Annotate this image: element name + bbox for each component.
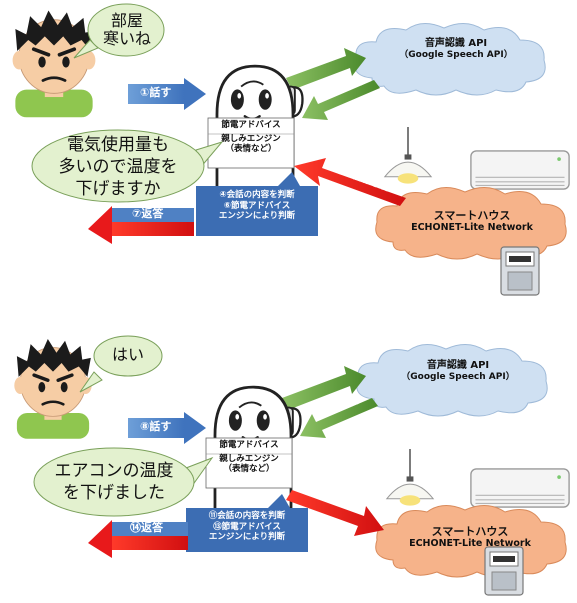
- user-bubble-shape: [73, 3, 165, 59]
- robot-panel-line: （表情など）: [223, 463, 275, 474]
- speech-api-label-2: 音声認識 API （Google Speech API）: [388, 360, 528, 382]
- arrow-text-1: [302, 80, 380, 120]
- smart-house-label-1: スマートハウス ECHONET-Lite Network: [392, 209, 552, 234]
- smart-meter-icon: [500, 246, 540, 296]
- lamp-icon-2: [385, 448, 435, 507]
- robot-bubble-shape-2: [33, 447, 214, 517]
- arrow-speak-2: [128, 412, 206, 444]
- speech-api-line: 音声認識 API: [426, 360, 490, 371]
- robot-bubble-text-1: 電気使用量も 多いので温度を 下げますか: [40, 134, 196, 200]
- user-bubble-shape-2: [79, 335, 163, 393]
- smart-house-label-2: スマートハウス ECHONET-Lite Network: [390, 525, 550, 550]
- speech-api-line: （Google Speech API）: [399, 49, 513, 60]
- robot-bubble-line: エアコンの温度: [54, 461, 174, 481]
- user-bubble-line: はい: [111, 345, 144, 364]
- judge-note-text-1: ④会話の内容を判断 ⑥節電アドバイス エンジンにより判断: [196, 190, 318, 222]
- robot-bubble-line: 多いので温度を: [58, 157, 178, 178]
- robot-bubble-text-2: エアコンの温度 を下げました: [40, 460, 188, 504]
- judge-note-line: エンジンにより判断: [218, 211, 296, 222]
- panel-2: [12, 335, 570, 596]
- step-reply-label-1: ⑦返答: [132, 207, 164, 220]
- step-speak-label-2: ⑧話す: [140, 420, 172, 433]
- judge-note-line: エンジンにより判断: [208, 532, 286, 543]
- robot-panel-text-2: 節電アドバイス 親しみエンジン （表情など）: [206, 440, 292, 474]
- robot-panel-text-1: 節電アドバイス 親しみエンジン （表情など）: [208, 120, 294, 154]
- robot-panel-line: 節電アドバイス: [219, 440, 279, 450]
- step-speak-label-1: ①話す: [140, 86, 172, 99]
- step-reply-label-2: ⑭返答: [130, 521, 163, 534]
- robot-panel-line: （表情など）: [225, 143, 277, 154]
- speech-api-label-1: 音声認識 API （Google Speech API）: [386, 38, 526, 60]
- robot-panel-box-2: [205, 437, 293, 489]
- judge-note-box-2: [186, 508, 308, 552]
- arrow-reply-1: [88, 206, 194, 244]
- arrow-speak-1: [128, 78, 206, 110]
- arrow-voice-2: [282, 366, 366, 410]
- judge-note-line: ⑪会話の内容を判断: [208, 511, 286, 521]
- aircon-icon-2: [470, 468, 570, 508]
- lamp-icon: [383, 126, 433, 185]
- smart-house-line: ECHONET-Lite Network: [411, 221, 533, 233]
- robot-panel-line: 親しみエンジン: [219, 453, 279, 464]
- smart-house-line: ECHONET-Lite Network: [409, 537, 531, 549]
- judge-note-line: ⑬節電アドバイス: [213, 521, 281, 532]
- panel-1: [10, 3, 570, 296]
- smart-house-line: スマートハウス: [433, 209, 511, 222]
- user-icon: [10, 8, 98, 118]
- user-icon-2: [12, 337, 94, 441]
- robot-bubble-line: を下げました: [63, 483, 165, 504]
- aircon-icon: [470, 150, 570, 190]
- smart-meter-icon-2: [484, 546, 524, 596]
- speech-api-line: 音声認識 API: [424, 38, 488, 49]
- arrow-power-info: [294, 158, 406, 206]
- judge-note-line: ⑥節電アドバイス: [223, 200, 291, 211]
- user-bubble-line: 寒いね: [102, 29, 151, 49]
- speech-api-line: （Google Speech API）: [401, 371, 515, 382]
- arrow-voice-1: [286, 48, 366, 90]
- arrow-reply-2: [88, 520, 188, 558]
- user-bubble-text-2: はい: [100, 345, 156, 364]
- user-bubble-text-1: 部屋 寒いね: [100, 11, 154, 49]
- robot-panel-line: 親しみエンジン: [221, 133, 281, 144]
- judge-note-line: ④会話の内容を判断: [219, 190, 295, 200]
- judge-note-box-1: [196, 186, 318, 236]
- user-bubble-line: 部屋: [110, 11, 143, 30]
- robot-bubble-line: 電気使用量も: [67, 135, 169, 155]
- robot-panel-line: 節電アドバイス: [221, 120, 281, 130]
- robot-panel-box: [207, 117, 295, 169]
- robot-bubble-line: 下げますか: [75, 179, 161, 200]
- arrow-text-2: [300, 398, 378, 438]
- robot-bubble-shape: [31, 129, 224, 203]
- arrow-aircon-op: [286, 490, 384, 536]
- smart-house-line: スマートハウス: [431, 525, 509, 538]
- judge-note-text-2: ⑪会話の内容を判断 ⑬節電アドバイス エンジンにより判断: [186, 511, 308, 543]
